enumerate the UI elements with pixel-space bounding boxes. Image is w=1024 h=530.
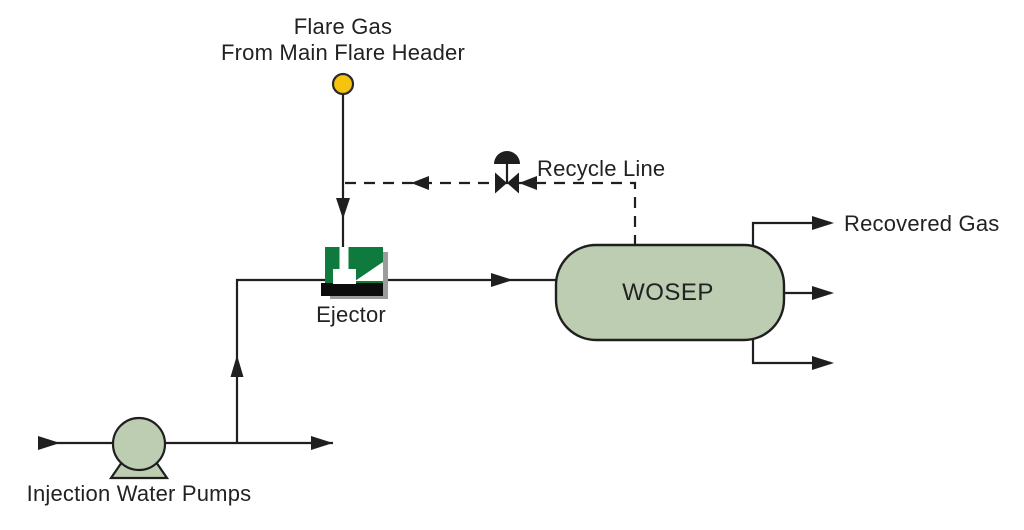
- recycle-line-label: Recycle Line: [537, 156, 666, 181]
- wosep-label: WOSEP: [622, 279, 714, 306]
- ejector-symbol: [321, 247, 388, 299]
- valve-actuator-dome-icon: [494, 151, 520, 164]
- valve-body-left-icon: [495, 172, 507, 194]
- pump-discharge-arrow: [311, 436, 333, 450]
- ejector-diffuser-wedge: [355, 262, 383, 281]
- ejector-gas-inlet-slot: [339, 247, 349, 270]
- flare-source-label: Flare Gas From Main Flare Header: [221, 14, 465, 66]
- motive-water-branch-line: [235, 278, 556, 443]
- recovered-gas-line: [751, 221, 831, 246]
- flare-source-label-line2: From Main Flare Header: [220, 40, 466, 65]
- flare-source-label-line1: Flare Gas: [293, 14, 393, 39]
- vessel-bottom-outlet-line: [751, 339, 831, 365]
- recycle-dashed-line: [345, 181, 637, 246]
- recycle-left-arrow: [411, 176, 429, 190]
- valve-body-right-icon: [507, 172, 519, 194]
- flare-source-dot: [331, 72, 355, 96]
- flow-arrows: [38, 151, 834, 450]
- process-lines: [38, 94, 831, 445]
- ejector-label: Ejector: [316, 302, 386, 327]
- recovered-gas-label: Recovered Gas: [844, 211, 1000, 236]
- middle-outlet-arrow: [812, 286, 834, 300]
- pump-casing: [111, 416, 167, 472]
- ejector-outlet-arrow: [491, 273, 513, 287]
- ejector-suction-chamber: [333, 269, 356, 284]
- flare-down-arrow: [336, 198, 350, 219]
- wosep-vessel: [554, 243, 786, 342]
- valve-inlet-arrow: [519, 176, 537, 190]
- bottom-outlet-arrow: [812, 356, 834, 370]
- pump-suction-arrow: [38, 436, 60, 450]
- ejector-body-black: [321, 283, 383, 296]
- branch-up-arrow: [230, 355, 244, 377]
- injection-water-pumps-label: Injection Water Pumps: [26, 481, 252, 506]
- equipment: [108, 243, 786, 480]
- recovered-gas-arrow: [812, 216, 834, 230]
